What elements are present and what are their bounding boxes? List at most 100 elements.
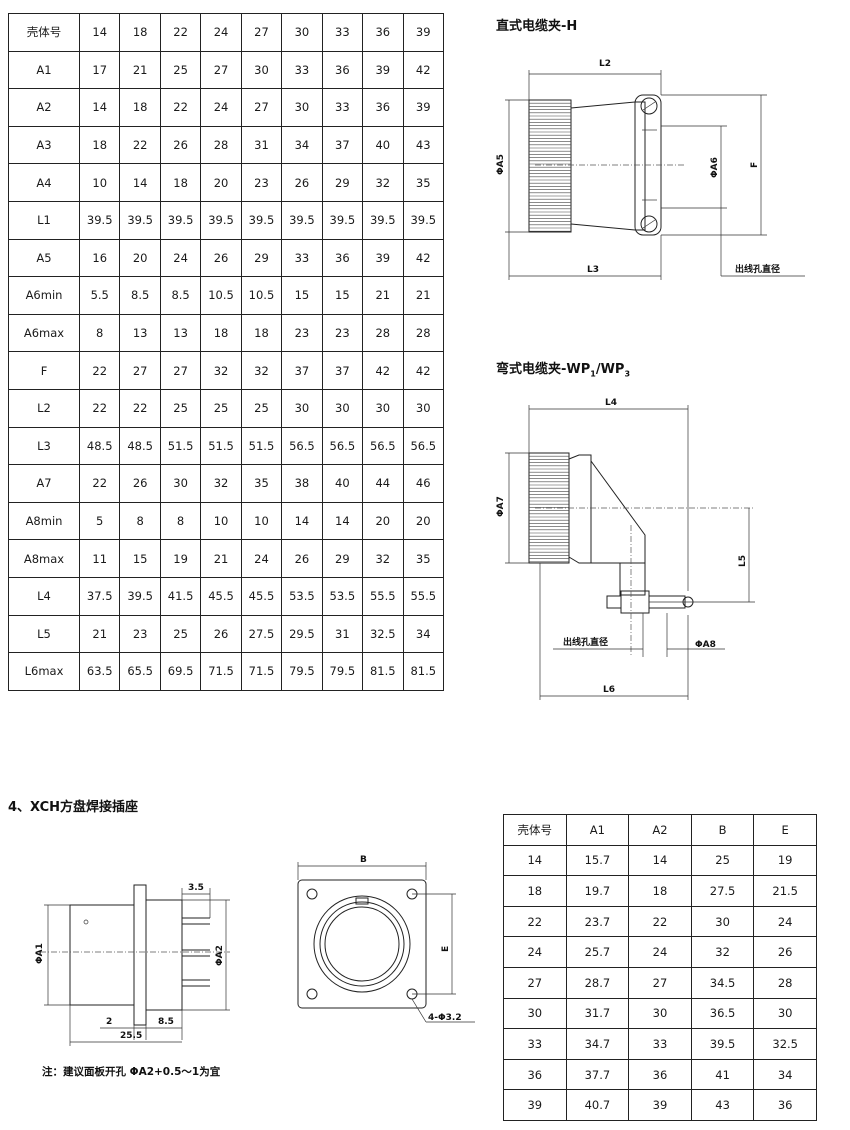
- table-cell: 14: [78, 13, 121, 52]
- table-cell: 33: [628, 1028, 692, 1060]
- dim-3-5: 3.5: [188, 883, 204, 893]
- row-label-cell: L1: [8, 200, 80, 240]
- table-cell: 56.5: [362, 426, 404, 466]
- table-cell: 79.5: [321, 652, 364, 691]
- dim-a6: ΦA6: [710, 157, 720, 178]
- table-cell: 5: [78, 501, 121, 541]
- table-cell: B: [690, 814, 755, 846]
- table-cell: 34.5: [690, 966, 755, 999]
- table-cell: 14: [321, 501, 364, 541]
- table-cell: 18: [159, 163, 202, 202]
- dim-l4: L4: [605, 398, 617, 408]
- table-cell: 56.5: [321, 426, 364, 466]
- straight-clamp-title: 直式电缆夹-H: [496, 19, 578, 34]
- row-label-cell: 壳体号: [8, 13, 80, 52]
- table-cell: 53.5: [321, 576, 364, 616]
- table-cell: 19: [159, 539, 202, 578]
- dim-a2: ΦA2: [215, 945, 225, 966]
- bent-knurl-lines: [529, 455, 569, 563]
- table-cell: 10: [240, 501, 283, 541]
- row-label-cell: A8min: [8, 501, 80, 541]
- table-cell: 33: [321, 13, 364, 52]
- table-cell: 25: [159, 50, 202, 90]
- table-cell: E: [753, 814, 817, 846]
- table-cell: 36.5: [690, 997, 755, 1030]
- table-cell: 24: [240, 539, 283, 578]
- table-cell: 29: [321, 163, 364, 202]
- table-cell: 42: [402, 50, 444, 90]
- table-cell: 32: [200, 464, 242, 503]
- table-cell: 20: [119, 238, 161, 278]
- row-label-cell: 33: [503, 1028, 567, 1060]
- table-cell: 55.5: [362, 576, 404, 616]
- table-cell: 41.5: [159, 576, 202, 616]
- row-label-cell: 壳体号: [503, 814, 567, 846]
- panel-cutout-note: 注：建议面板开孔 ΦA2+0.5～1为宜: [42, 1066, 221, 1078]
- row-label-cell: L2: [8, 388, 80, 428]
- row-label-cell: 27: [503, 966, 567, 999]
- table-cell: 39.5: [119, 200, 161, 240]
- table-cell: 19.7: [565, 875, 630, 907]
- row-label-cell: A2: [8, 88, 80, 127]
- straight-clamp-drawing: L2 ΦA5 ΦA6 F L3 出线孔直径: [496, 59, 805, 280]
- table-cell: 36: [753, 1089, 817, 1121]
- table-cell: 35: [402, 163, 444, 202]
- table-cell: 71.5: [200, 652, 242, 691]
- table-cell: 27: [119, 351, 161, 390]
- table-cell: 18: [200, 313, 242, 353]
- row-label-cell: 36: [503, 1058, 567, 1091]
- table-cell: 8: [119, 501, 161, 541]
- table-cell: 30: [753, 997, 817, 1030]
- table-cell: 39.5: [281, 200, 323, 240]
- table-cell: 26: [200, 614, 242, 654]
- dim-a7: ΦA7: [496, 496, 506, 517]
- table-cell: 46: [402, 464, 444, 503]
- table-cell: 24: [200, 13, 242, 52]
- table-cell: 53.5: [281, 576, 323, 616]
- table-cell: 23.7: [565, 905, 630, 938]
- table-cell: 25.7: [565, 936, 630, 968]
- table-cell: 27.5: [240, 614, 283, 654]
- table-cell: 22: [119, 125, 161, 165]
- table-cell: 32.5: [362, 614, 404, 654]
- row-label-cell: 30: [503, 997, 567, 1030]
- table-cell: 30: [240, 50, 283, 90]
- table-cell: 69.5: [159, 652, 202, 691]
- row-label-cell: A6max: [8, 313, 80, 353]
- table-cell: 27: [200, 50, 242, 90]
- bent-clamp-title: 弯式电缆夹-WP1/WP3: [496, 358, 630, 379]
- row-label-cell: 14: [503, 844, 567, 877]
- table-cell: 34: [402, 614, 444, 654]
- table-cell: 51.5: [200, 426, 242, 466]
- table-cell: 30: [281, 88, 323, 127]
- table-cell: 39.5: [159, 200, 202, 240]
- table-cell: 35: [240, 464, 283, 503]
- table-cell: 39.5: [362, 200, 404, 240]
- table-cell: 11: [78, 539, 121, 578]
- table-cell: 21: [402, 276, 444, 315]
- table-cell: 30: [281, 388, 323, 428]
- table-cell: 30: [628, 997, 692, 1030]
- table-cell: 20: [362, 501, 404, 541]
- table-cell: 24: [628, 936, 692, 968]
- table-cell: 63.5: [78, 652, 121, 691]
- row-label-cell: L5: [8, 614, 80, 654]
- dim-8-5: 8.5: [158, 1017, 174, 1027]
- socket-front-view: B E 4-Φ3.2: [297, 855, 475, 1023]
